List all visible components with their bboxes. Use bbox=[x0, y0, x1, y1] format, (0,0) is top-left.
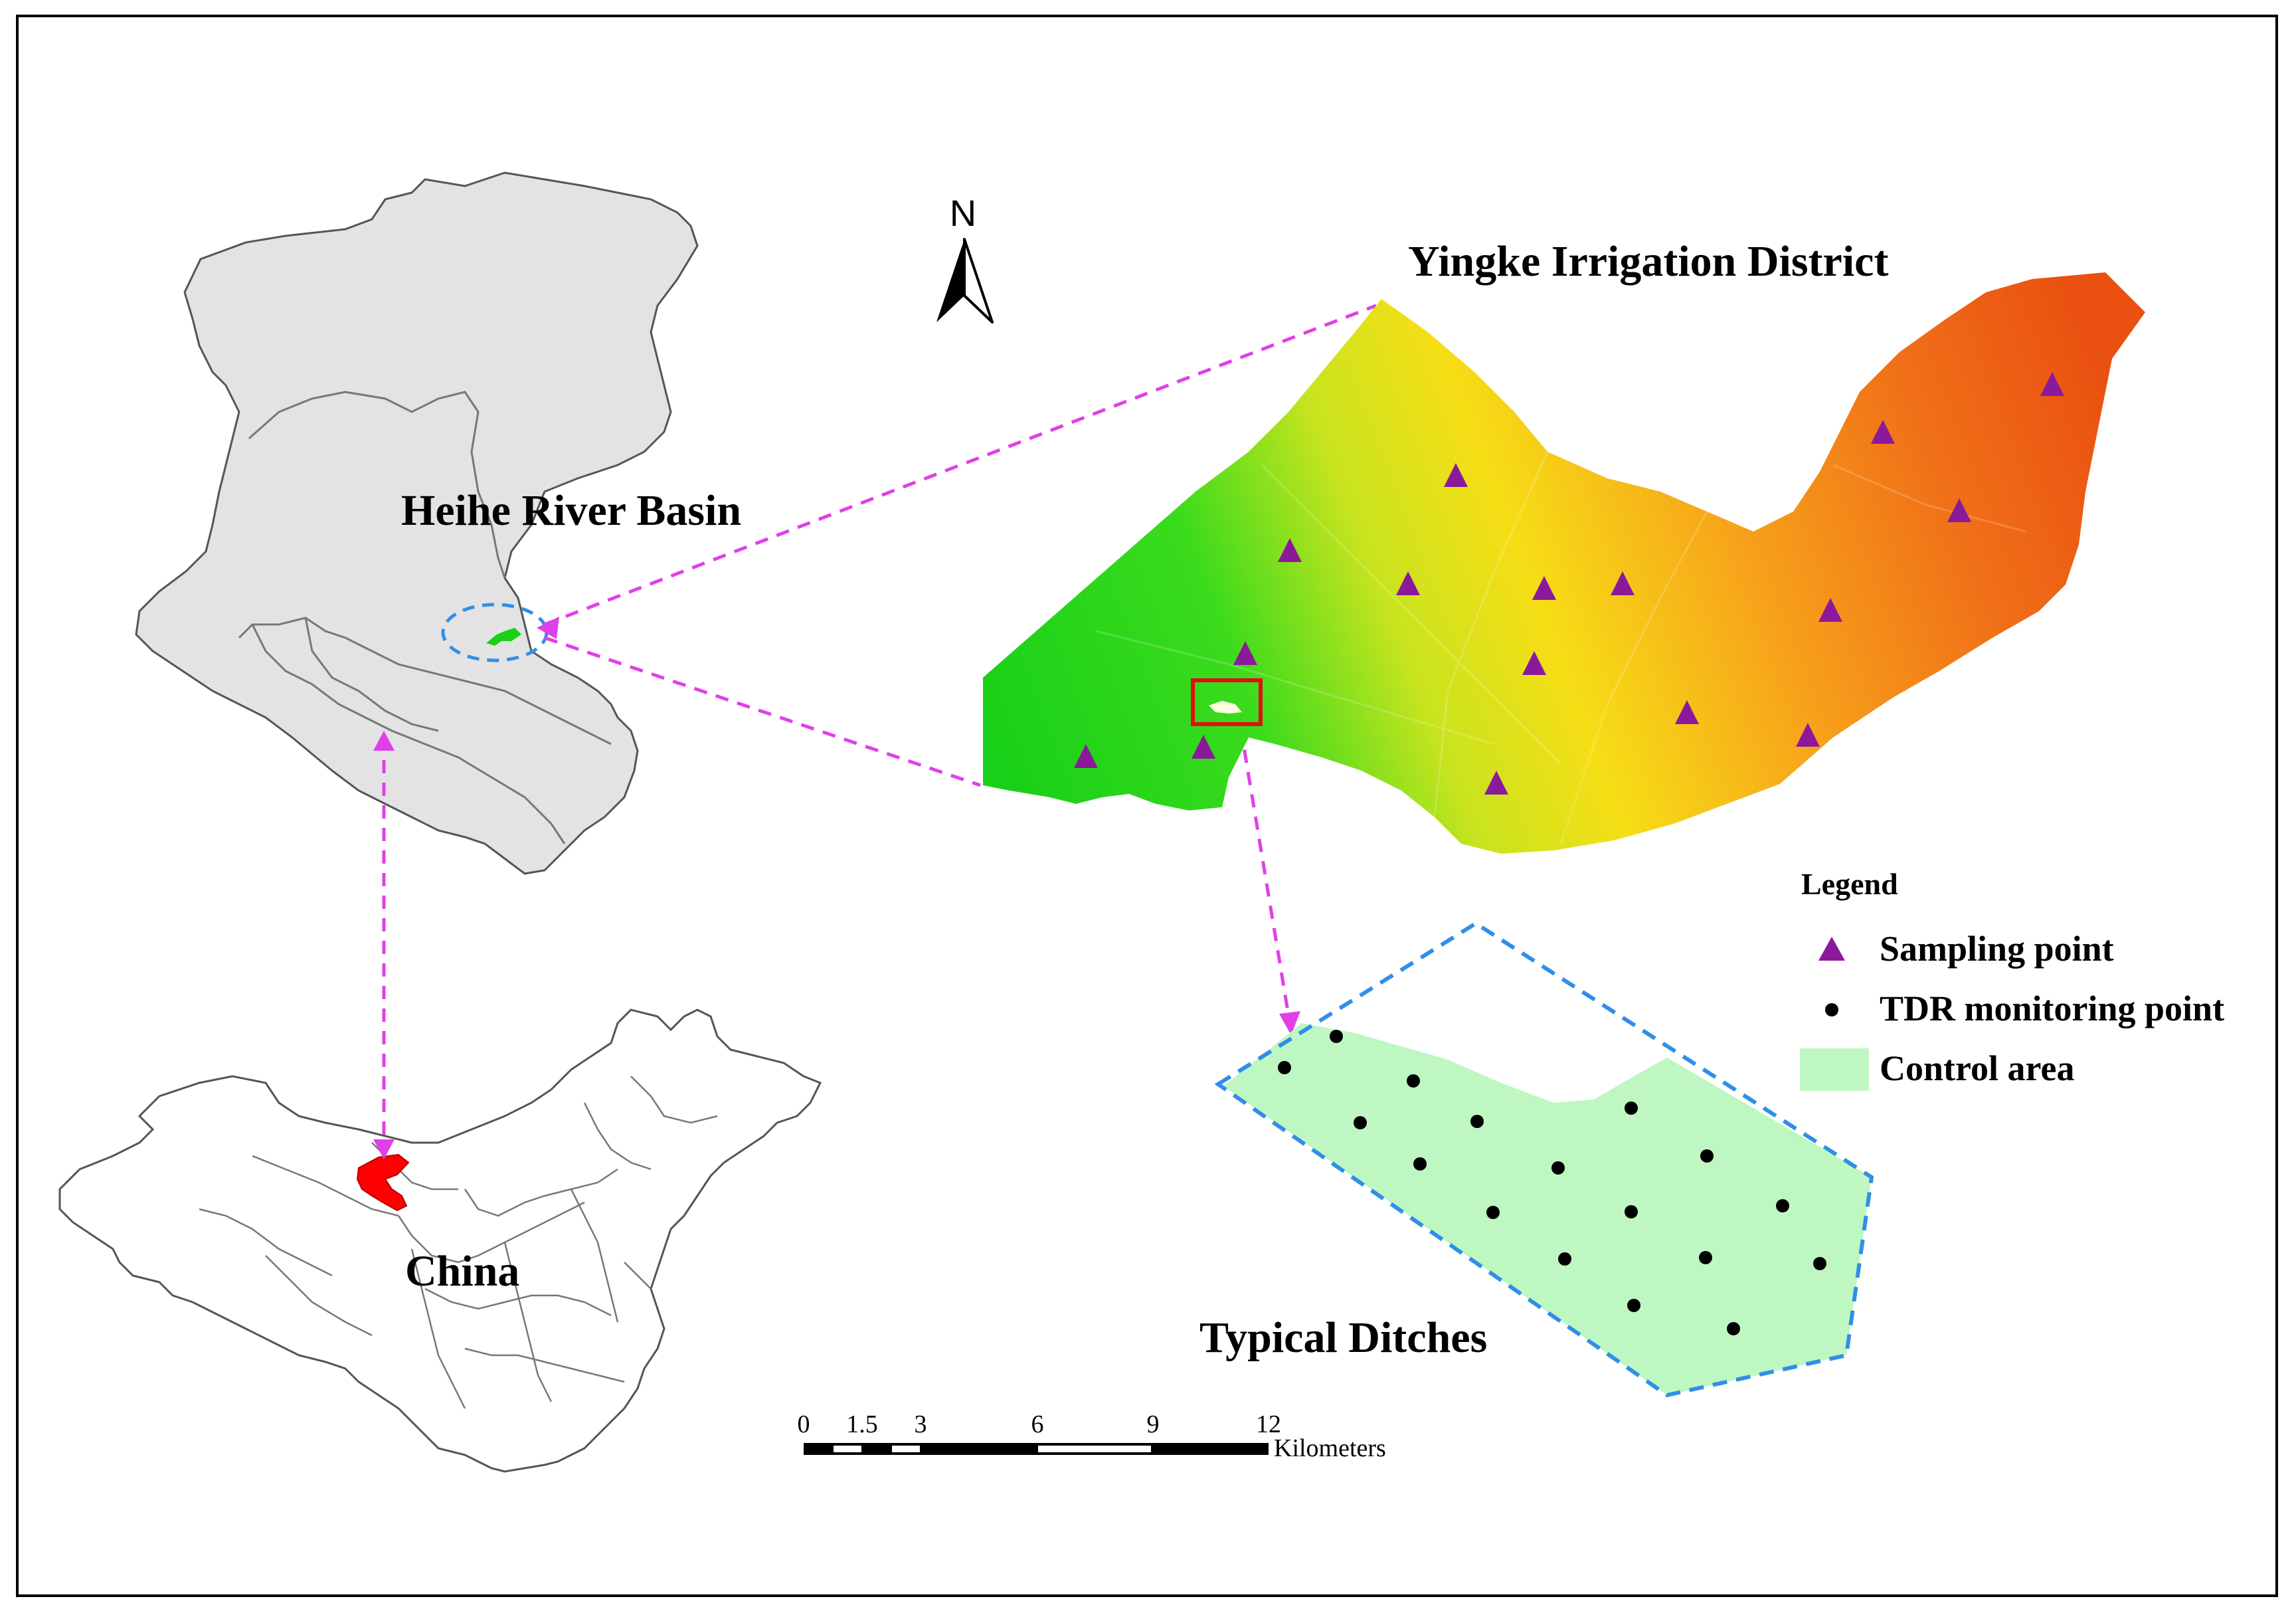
sampling-point-marker bbox=[1192, 735, 1215, 759]
legend: Legend Sampling point TDR monitoring poi… bbox=[1800, 867, 2224, 1091]
sampling-point-marker bbox=[1611, 571, 1634, 595]
tdr-point bbox=[1551, 1161, 1565, 1175]
scale-tick-4: 9 bbox=[1147, 1410, 1160, 1438]
typical-ditches-locator-shape bbox=[1209, 701, 1242, 714]
heihe-mini-district bbox=[486, 628, 521, 646]
scale-bar-seg-1 bbox=[834, 1446, 861, 1452]
label-typical-ditches: Typical Ditches bbox=[1199, 1313, 1487, 1362]
north-arrow-letter: N bbox=[950, 192, 976, 234]
sampling-point-marker bbox=[1947, 498, 1971, 522]
heihe-basin-polygon bbox=[135, 171, 699, 875]
leader-line-bottom bbox=[544, 636, 981, 787]
china-outline bbox=[58, 1008, 822, 1473]
china-heihe-highlight bbox=[356, 1153, 410, 1212]
map-frame bbox=[16, 15, 2278, 1597]
ditches-extent-dashed bbox=[1214, 921, 1874, 1398]
sampling-point-marker bbox=[1278, 538, 1302, 562]
tdr-point bbox=[1727, 1322, 1740, 1335]
scale-tick-1: 1.5 bbox=[846, 1410, 878, 1438]
tdr-point bbox=[1813, 1257, 1826, 1270]
legend-title: Legend bbox=[1801, 867, 1898, 901]
scale-bar: 0 1.5 3 6 9 12 Kilometers bbox=[798, 1410, 1386, 1462]
label-heihe-river-basin: Heihe River Basin bbox=[401, 486, 741, 535]
sampling-point-marker bbox=[1796, 723, 1820, 747]
tdr-point bbox=[1699, 1251, 1712, 1264]
leader-line-ditches bbox=[1239, 727, 1292, 1024]
sampling-point-marker bbox=[1675, 700, 1699, 724]
sampling-point-marker bbox=[1396, 571, 1420, 595]
sampling-points bbox=[1074, 372, 2064, 795]
tdr-point bbox=[1470, 1115, 1484, 1128]
scale-unit-label: Kilometers bbox=[1274, 1434, 1386, 1462]
sampling-point-marker bbox=[1074, 744, 1098, 768]
sampling-point-marker bbox=[1233, 641, 1257, 665]
leader-line-top bbox=[544, 304, 1377, 626]
tdr-point bbox=[1625, 1101, 1638, 1115]
sampling-point-marker bbox=[1522, 651, 1546, 675]
scale-tick-5: 12 bbox=[1256, 1410, 1281, 1438]
yingke-district-map bbox=[983, 272, 2145, 854]
legend-sampling-point-label: Sampling point bbox=[1880, 929, 2114, 969]
legend-tdr-point-label: TDR monitoring point bbox=[1880, 989, 2224, 1028]
arrow-to-ditches bbox=[1279, 1011, 1300, 1035]
tdr-point bbox=[1278, 1061, 1291, 1074]
tdr-point bbox=[1625, 1205, 1638, 1218]
tdr-point bbox=[1330, 1030, 1343, 1043]
yingke-district-polygon bbox=[983, 272, 2145, 854]
scale-tick-2: 3 bbox=[915, 1410, 927, 1438]
typical-ditches-map bbox=[1214, 921, 1874, 1398]
tdr-point bbox=[1486, 1206, 1500, 1219]
tdr-point bbox=[1776, 1199, 1789, 1212]
tdr-point bbox=[1413, 1157, 1427, 1171]
scale-bar-seg-2 bbox=[892, 1446, 920, 1452]
label-china: China bbox=[405, 1247, 519, 1295]
tdr-point bbox=[1627, 1299, 1640, 1312]
tdr-point bbox=[1354, 1116, 1367, 1129]
arrow-up-to-basin bbox=[373, 731, 395, 751]
legend-control-area-swatch bbox=[1800, 1048, 1869, 1091]
scale-bar-seg-3 bbox=[1038, 1446, 1151, 1452]
legend-sampling-point-symbol bbox=[1818, 937, 1845, 961]
tdr-point bbox=[1558, 1252, 1571, 1266]
north-arrow-left-half bbox=[936, 239, 964, 322]
sampling-point-marker bbox=[2040, 372, 2064, 396]
heihe-internal-boundaries bbox=[238, 391, 612, 844]
arrow-to-district bbox=[537, 617, 559, 639]
scale-tick-3: 6 bbox=[1031, 1410, 1044, 1438]
heihe-basin-map bbox=[135, 171, 699, 875]
tdr-point bbox=[1407, 1074, 1420, 1088]
legend-tdr-point-symbol bbox=[1825, 1003, 1838, 1016]
label-yingke-irrigation-district: Yingke Irrigation District bbox=[1408, 237, 1888, 286]
north-arrow-right-half bbox=[963, 238, 994, 324]
china-map bbox=[58, 1008, 822, 1473]
leader-lines bbox=[382, 304, 1377, 1153]
scale-bar-outline bbox=[804, 1443, 1269, 1455]
sampling-point-marker bbox=[1444, 463, 1468, 487]
sampling-point-marker bbox=[1871, 420, 1895, 444]
control-area-polygon bbox=[1223, 1023, 1872, 1395]
arrow-down-to-china bbox=[373, 1139, 395, 1159]
scale-tick-0: 0 bbox=[798, 1410, 810, 1438]
tdr-points bbox=[1278, 1030, 1826, 1335]
yingke-canal-traces bbox=[1095, 451, 2026, 844]
legend-control-area-label: Control area bbox=[1880, 1048, 2074, 1088]
sampling-point-marker bbox=[1532, 576, 1556, 600]
china-province-lines bbox=[199, 1076, 718, 1409]
sampling-point-marker bbox=[1818, 598, 1842, 622]
typical-ditches-locator-box bbox=[1191, 678, 1263, 726]
sampling-point-marker bbox=[1484, 771, 1508, 795]
tdr-point bbox=[1700, 1149, 1714, 1163]
north-arrow: N bbox=[936, 192, 994, 324]
